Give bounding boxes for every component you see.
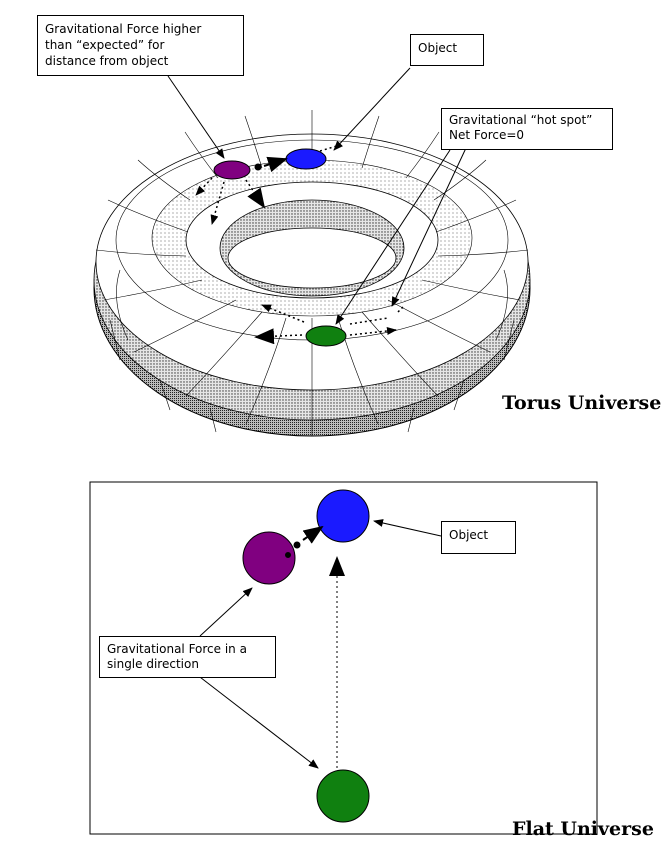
callout-single-direction-line2: single direction [107,657,199,671]
flat-universe-caption: Flat Universe [512,818,654,840]
callout-higher-force-line1: Gravitational Force higher [45,22,202,36]
torus-leader-lines [167,67,467,325]
callout-hot-spot-line2: Net Force=0 [449,128,525,142]
callout-flat-object-text: Object [449,528,489,542]
torus-object [285,148,327,170]
flat-near-mass [242,531,296,585]
torus-hotspot-mass [305,325,347,347]
torus-shape [93,110,531,437]
callout-higher-force-line2: than “expected” for [45,38,165,52]
callout-single-direction: Gravitational Force in a single directio… [99,636,276,678]
callout-torus-object: Object [410,34,484,66]
callout-higher-force: Gravitational Force higher than “expecte… [37,15,244,76]
callout-flat-object: Object [441,521,516,554]
callout-higher-force-line3: distance from object [45,54,169,68]
torus-force-arrows [195,144,405,345]
callout-single-direction-line1: Gravitational Force in a [107,642,247,656]
callout-hot-spot: Gravitational “hot spot” Net Force=0 [441,108,613,150]
flat-leader-lines [195,519,442,769]
torus-universe-caption: Torus Universe [502,392,662,414]
flat-force-arrows [285,525,345,768]
flat-far-mass [316,769,370,823]
callout-hot-spot-line1: Gravitational “hot spot” [449,113,593,127]
torus-near-mass [213,160,251,180]
flat-object [316,489,370,543]
callout-torus-object-text: Object [418,41,458,55]
flat-universe-frame [89,481,598,835]
